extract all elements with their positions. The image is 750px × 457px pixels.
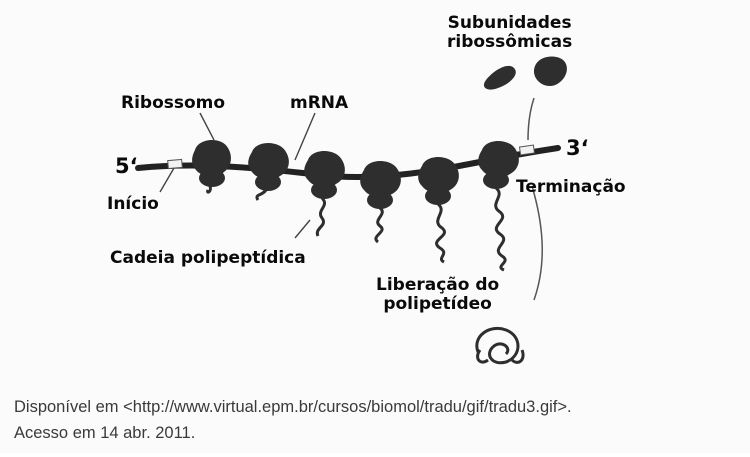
polypeptide-release-label: Liberação do polipetídeo [376, 276, 499, 314]
three-prime-label: 3‘ [566, 136, 589, 160]
polypeptide-release-line-1: Liberação do [376, 275, 500, 295]
ribosome-2 [248, 143, 289, 191]
ribosome-6 [478, 141, 519, 189]
chain-6 [494, 186, 507, 272]
chain-1 [206, 185, 212, 194]
ribosome-3 [304, 151, 345, 199]
large-subunit [533, 56, 567, 86]
ribosome-1 [192, 139, 231, 187]
start-codon-marker [167, 158, 183, 170]
mrna-leader [294, 112, 316, 161]
inicio-leader [159, 167, 175, 193]
subunits-label-line-2: ribossômicas [447, 32, 573, 52]
source-citation: Disponível em <http://www.virtual.epm.br… [14, 394, 572, 446]
chain-2 [255, 189, 268, 201]
polypeptide-release-line-2: polipetídeo [383, 294, 492, 314]
chain-4 [374, 206, 384, 244]
dissociation-line [527, 97, 535, 141]
cadeia-leader [294, 219, 311, 239]
small-subunit [483, 65, 516, 90]
chain-5 [435, 202, 446, 264]
ribosome-label: Ribossomo [121, 93, 226, 113]
chain-3 [315, 196, 327, 237]
subunits-label-line-1: Subunidades [447, 13, 572, 33]
start-label: Início [107, 194, 159, 214]
release-line [531, 185, 543, 301]
polypeptide-chain-label: Cadeia polipeptídica [110, 248, 306, 268]
source-url-line: Disponível em <http://www.virtual.epm.br… [14, 398, 572, 416]
termination-label: Terminação [516, 177, 626, 197]
mrna-label: mRNA [290, 93, 349, 113]
released-polypeptide [475, 327, 525, 365]
five-prime-label: 5‘ [115, 154, 138, 178]
source-access-date: Acesso em 14 abr. 2011. [14, 424, 196, 442]
stop-codon-marker [518, 144, 536, 156]
ribosome-4 [360, 161, 401, 209]
ribosome-5 [418, 157, 459, 205]
ribossomo-leader [199, 112, 215, 141]
subunits-label: Subunidades ribossômicas [447, 14, 572, 52]
